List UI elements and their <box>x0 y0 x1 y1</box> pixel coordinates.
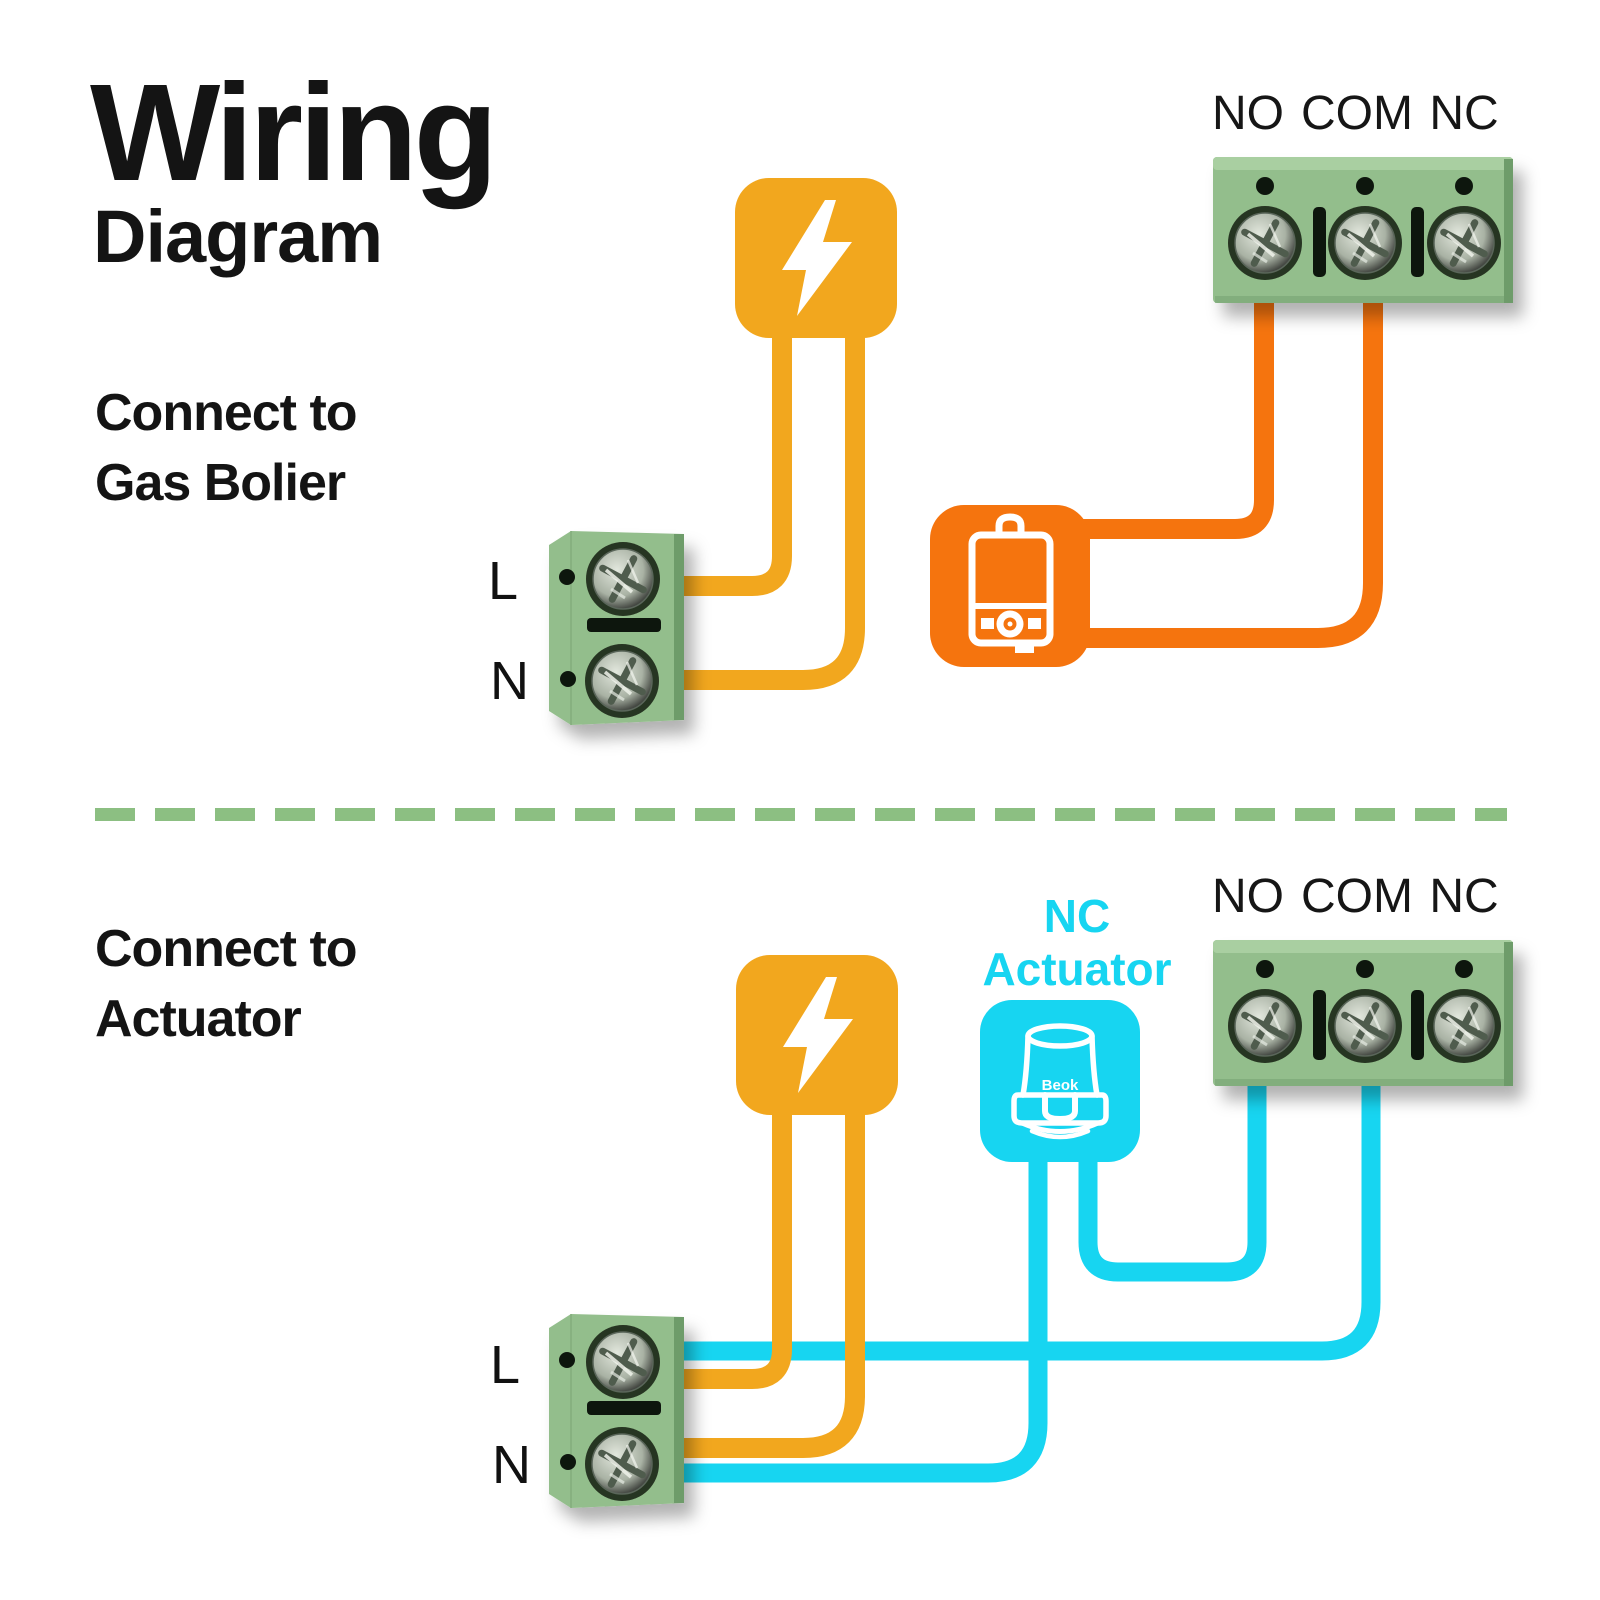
lightning-power-icon <box>736 955 898 1115</box>
terminal-label-n: N <box>492 1435 531 1495</box>
gas-boiler-icon <box>930 505 1090 667</box>
actuator-brand-text: Beok <box>1042 1077 1079 1094</box>
wire-n-to-actuator <box>680 1150 1048 1483</box>
wire-l-to-com <box>680 1080 1381 1361</box>
wire-com-to-boiler <box>1080 295 1383 648</box>
lightning-power-icon <box>735 178 897 338</box>
wires-top-amber <box>680 325 865 690</box>
terminal-label-n: N <box>490 651 529 711</box>
wire-l-to-power-top <box>680 325 792 596</box>
actuator-caption-line1: NC <box>1043 890 1111 942</box>
terminal-label-no: NO <box>1212 870 1284 923</box>
terminal-label-com: COM <box>1301 870 1413 923</box>
actuator-caption-line2: Actuator <box>982 943 1172 995</box>
relay-terminal-block-bottom <box>1213 940 1513 1086</box>
wire-n-to-power-bottom <box>680 1105 865 1458</box>
relay-terminal-block-top <box>1213 157 1513 303</box>
wires-bottom-amber <box>680 1105 865 1458</box>
section-label-line2: Actuator <box>95 990 302 1048</box>
page-title: Wiring <box>90 56 498 210</box>
section-label-line1: Connect to <box>95 384 358 442</box>
section-label-actuator: Connect to Actuator <box>95 914 358 1054</box>
terminal-label-l: L <box>488 551 519 611</box>
thermal-actuator-icon: Beok <box>980 1000 1140 1162</box>
wires-top-orange <box>1080 295 1383 648</box>
section-label-line2: Gas Bolier <box>95 454 346 512</box>
terminal-label-l: L <box>490 1335 521 1395</box>
section-label-gas-boiler: Connect to Gas Bolier <box>95 378 358 518</box>
section-label-line1: Connect to <box>95 920 358 978</box>
page-subtitle: Diagram <box>93 195 383 278</box>
terminal-label-com: COM <box>1301 87 1413 140</box>
section-divider-dashed-line <box>95 808 1507 821</box>
wire-l-to-power-bottom <box>680 1105 792 1389</box>
terminal-label-nc: NC <box>1429 870 1499 923</box>
power-terminal-block-top <box>549 531 684 725</box>
wire-n-to-power-top <box>680 325 865 690</box>
wire-no-to-actuator <box>1078 1080 1267 1282</box>
wires-bottom-cyan <box>680 1080 1381 1483</box>
wire-no-to-boiler <box>1080 295 1274 539</box>
actuator-caption: NC Actuator <box>957 890 1197 996</box>
terminal-label-no: NO <box>1212 87 1284 140</box>
power-terminal-block-bottom <box>549 1314 684 1508</box>
terminal-label-nc: NC <box>1429 87 1499 140</box>
